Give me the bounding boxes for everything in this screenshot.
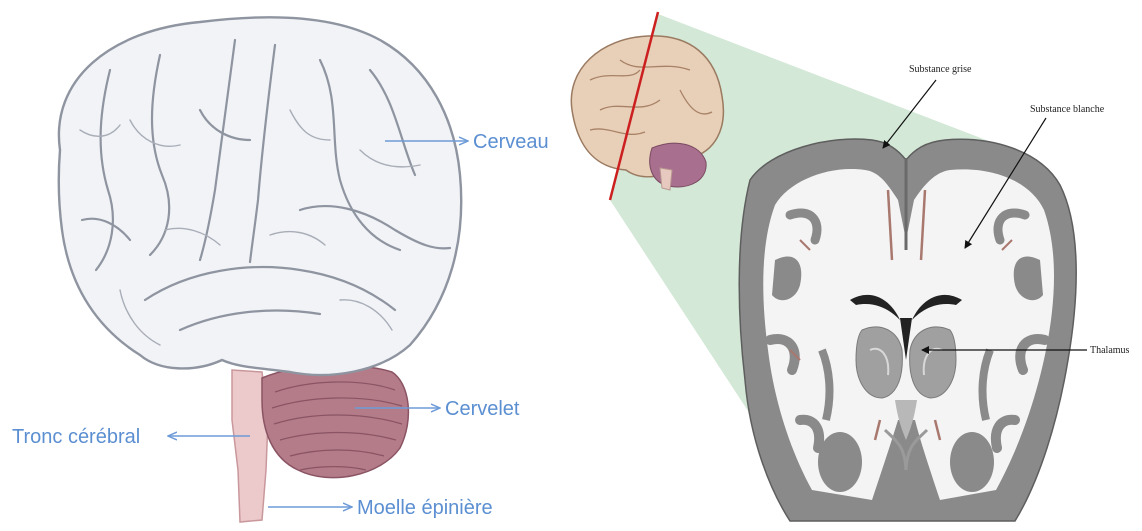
- label-substance-grise: Substance grise: [909, 64, 972, 75]
- label-moelle-epiniere: Moelle épinière: [357, 497, 493, 519]
- coronal-section-illustration: [739, 139, 1076, 521]
- label-tronc-cerebral: Tronc cérébral: [12, 426, 140, 448]
- cerebrum-shape: [59, 17, 462, 375]
- label-substance-blanche: Substance blanche: [1030, 104, 1105, 115]
- label-cervelet: Cervelet: [445, 398, 520, 420]
- small-brain-thumbnail: [571, 36, 723, 190]
- label-cerveau: Cerveau: [473, 131, 549, 153]
- label-thalamus: Thalamus: [1090, 345, 1130, 356]
